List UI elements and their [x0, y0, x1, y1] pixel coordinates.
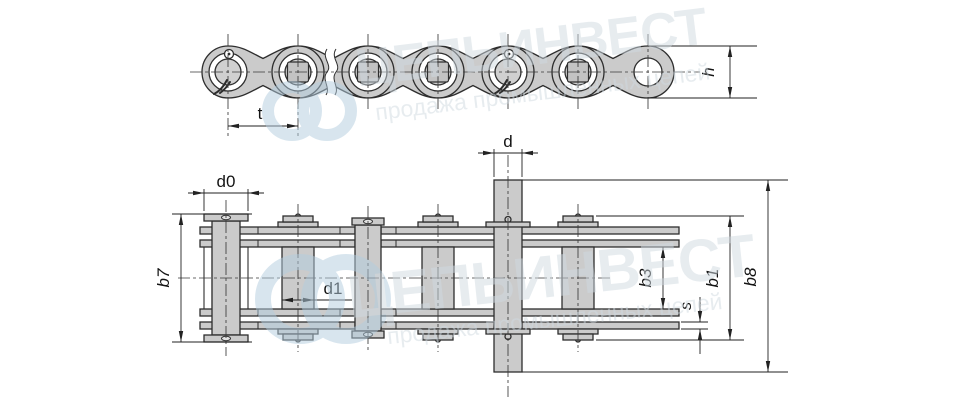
dimension-s: s: [678, 297, 708, 354]
dimension-b7: b7: [154, 213, 252, 343]
side-view-centerlines: [190, 34, 700, 136]
dim-label-d0: d0: [217, 172, 236, 191]
dimension-d0: d0: [188, 172, 264, 211]
dimension-b8: b8: [522, 179, 788, 373]
dim-label-d: d: [503, 132, 512, 151]
dim-label-b3: b3: [636, 268, 655, 287]
brand-logo-rings: [297, 81, 357, 141]
dimension-d: d: [478, 132, 538, 177]
dimension-h: h: [648, 45, 757, 99]
cotter-pin-left: [213, 48, 235, 95]
brand-logo-rings: [301, 254, 391, 344]
dim-label-h: h: [699, 67, 718, 76]
cotter-pin-middle: [493, 48, 515, 95]
brand-logo-rings: [255, 254, 345, 344]
dimension-b3: b3: [636, 247, 666, 309]
brand-logo-rings: [262, 81, 322, 141]
dim-label-t: t: [258, 104, 263, 123]
dim-label-b7: b7: [154, 268, 173, 287]
dimension-b1: b1: [596, 215, 744, 341]
dimension-t: t: [228, 104, 298, 129]
dim-label-b8: b8: [741, 267, 760, 286]
dim-label-b1: b1: [703, 269, 722, 288]
dim-label-s: s: [678, 302, 695, 310]
